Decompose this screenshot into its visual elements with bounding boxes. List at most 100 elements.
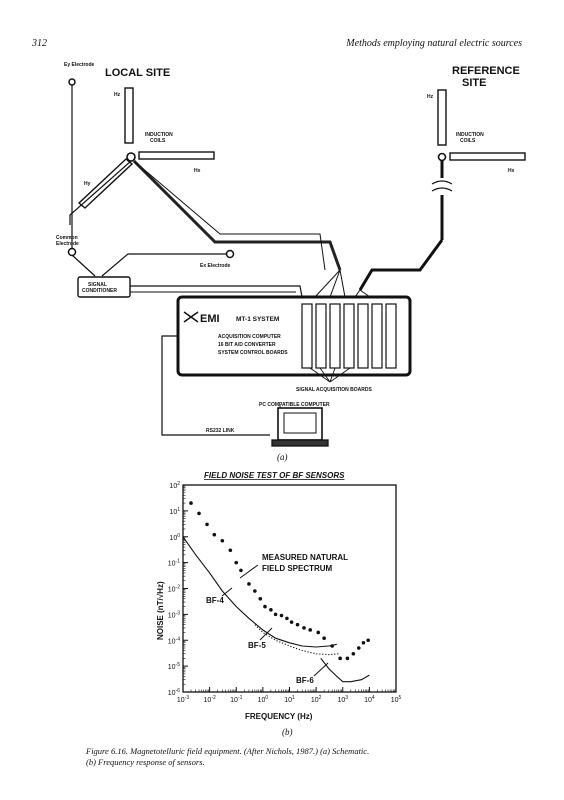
y-tick-label-base: 10 bbox=[168, 612, 176, 619]
series-line-bf-5 bbox=[254, 624, 339, 656]
measured-point bbox=[205, 522, 209, 527]
y-tick-label-base: 10 bbox=[169, 483, 177, 490]
control-boards-label: SYSTEM CONTROL BOARDS bbox=[218, 350, 288, 356]
y-tick-label-exp: 0 bbox=[177, 533, 180, 539]
measured-point bbox=[228, 548, 233, 553]
chart-title: FIELD NOISE TEST OF BF SENSORS bbox=[204, 471, 345, 480]
y-tick-label-exp: -4 bbox=[176, 636, 181, 642]
y-tick-label: 101 bbox=[169, 507, 180, 516]
x-tick-label-exp: 1 bbox=[292, 695, 295, 701]
ey-electrode-label: Ey Electrode bbox=[64, 62, 95, 68]
y-tick-label-exp: -3 bbox=[176, 610, 181, 616]
sublabel-a: (a) bbox=[277, 452, 288, 462]
y-tick-label-base: 10 bbox=[168, 561, 176, 568]
hx-coil-ref bbox=[449, 152, 526, 161]
annotation-measured-1: MEASURED NATURAL bbox=[262, 553, 348, 562]
x-tick-label-base: 10 bbox=[311, 697, 319, 704]
signal-conditioner-box bbox=[77, 276, 131, 298]
measured-point bbox=[212, 532, 217, 537]
x-tick-label-base: 10 bbox=[177, 697, 185, 704]
hx-coil-local bbox=[138, 151, 215, 160]
measured-point bbox=[234, 560, 239, 565]
y-tick-label-base: 10 bbox=[168, 664, 176, 671]
y-tick-label-exp: -2 bbox=[176, 585, 181, 591]
x-tick-label-exp: 2 bbox=[319, 695, 322, 701]
measured-point bbox=[356, 646, 361, 650]
y-tick-label-exp: -6 bbox=[176, 688, 181, 694]
x-tick-label: 10-3 bbox=[177, 695, 189, 704]
x-tick-label: 10-2 bbox=[204, 695, 216, 704]
caption-line-2: (b) Frequency response of sensors. bbox=[86, 757, 205, 767]
hz-coil-local bbox=[124, 87, 134, 144]
measured-point bbox=[345, 656, 350, 661]
hy-local-label: Hy bbox=[84, 181, 91, 187]
measured-point bbox=[197, 511, 201, 516]
annotation-measured-2: FIELD SPECTRUM bbox=[262, 564, 333, 573]
measured-point bbox=[308, 628, 313, 632]
pc-computer-label: PC COMPATIBLE COMPUTER bbox=[259, 402, 330, 408]
annotation-bf5: BF-5 bbox=[248, 641, 266, 650]
y-tick-label: 10-6 bbox=[168, 688, 180, 697]
y-tick-label: 10-2 bbox=[168, 585, 180, 594]
induction-coils-local-2: COILS bbox=[150, 138, 166, 144]
hz-local-label: Hz bbox=[114, 92, 121, 98]
sublabel-b: (b) bbox=[282, 727, 293, 737]
measured-point bbox=[322, 636, 326, 641]
measured-point bbox=[316, 630, 321, 635]
x-tick-label-base: 10 bbox=[364, 697, 372, 704]
figure-caption: Figure 6.16. Magnetotelluric field equip… bbox=[86, 746, 486, 768]
signal-conditioner-label-2: CONDITIONER bbox=[82, 288, 117, 294]
x-tick-label-exp: 0 bbox=[265, 695, 268, 701]
x-tick-label-base: 10 bbox=[230, 697, 238, 704]
measured-point bbox=[247, 582, 251, 586]
induction-coils-ref-2: COILS bbox=[460, 138, 476, 144]
x-tick-label-exp: 5 bbox=[399, 695, 402, 701]
x-tick-label-base: 10 bbox=[258, 697, 266, 704]
measured-point bbox=[269, 608, 273, 612]
y-tick-label-exp: 1 bbox=[177, 507, 180, 513]
measured-point bbox=[295, 622, 300, 627]
x-tick-label: 10-1 bbox=[230, 695, 242, 704]
running-title: Methods employing natural electric sourc… bbox=[346, 38, 522, 49]
x-tick-label: 103 bbox=[337, 695, 348, 704]
hz-ref-label: Hz bbox=[427, 94, 434, 100]
x-tick-label-exp: -3 bbox=[185, 695, 190, 701]
y-tick-label-base: 10 bbox=[169, 509, 177, 516]
reference-site-label-1: REFERENCE bbox=[452, 65, 520, 77]
measured-point bbox=[220, 538, 225, 543]
induction-coils-local-1: INDUCTION bbox=[145, 132, 173, 138]
y-axis-label: NOISE (nT/√Hz) bbox=[156, 581, 165, 640]
measured-point bbox=[258, 596, 263, 601]
ex-electrode-label: Ex Electrode bbox=[200, 263, 231, 269]
measured-point bbox=[289, 620, 294, 624]
y-tick-label-base: 10 bbox=[168, 587, 176, 594]
measured-point bbox=[351, 651, 356, 656]
x-tick-label-exp: -2 bbox=[211, 695, 216, 701]
measured-point bbox=[273, 612, 278, 617]
signal-conditioner-label-1: SIGNAL bbox=[88, 282, 107, 288]
x-tick-label: 101 bbox=[284, 695, 295, 704]
page-number: 312 bbox=[32, 38, 47, 49]
y-tick-label-base: 10 bbox=[169, 535, 177, 542]
y-tick-label-base: 10 bbox=[168, 638, 176, 645]
annotation-bf4: BF-4 bbox=[206, 596, 224, 605]
x-tick-label: 100 bbox=[258, 695, 269, 704]
x-tick-label-base: 10 bbox=[284, 697, 292, 704]
annotation-bf6: BF-6 bbox=[296, 676, 314, 685]
measured-point bbox=[366, 638, 370, 643]
y-tick-label-exp: -1 bbox=[176, 559, 181, 565]
x-tick-label: 102 bbox=[311, 695, 322, 704]
hy-coil-local bbox=[77, 158, 134, 209]
y-tick-label: 100 bbox=[169, 533, 180, 542]
measured-point bbox=[239, 568, 243, 573]
hx-ref-label: Hx bbox=[508, 168, 515, 174]
y-tick-label: 10-5 bbox=[168, 662, 180, 671]
x-tick-label-exp: 3 bbox=[345, 695, 348, 701]
x-tick-label-base: 10 bbox=[204, 697, 212, 704]
emi-logo: EMI bbox=[200, 313, 220, 325]
x-tick-label: 105 bbox=[391, 695, 402, 704]
x-tick-label-exp: 4 bbox=[372, 695, 375, 701]
schematic-diagram: Ey Electrode LOCAL SITE REFERENCE SITE H… bbox=[56, 62, 526, 447]
x-axis-label: FREQUENCY (Hz) bbox=[245, 712, 313, 721]
series-line-bf-4 bbox=[182, 536, 337, 648]
